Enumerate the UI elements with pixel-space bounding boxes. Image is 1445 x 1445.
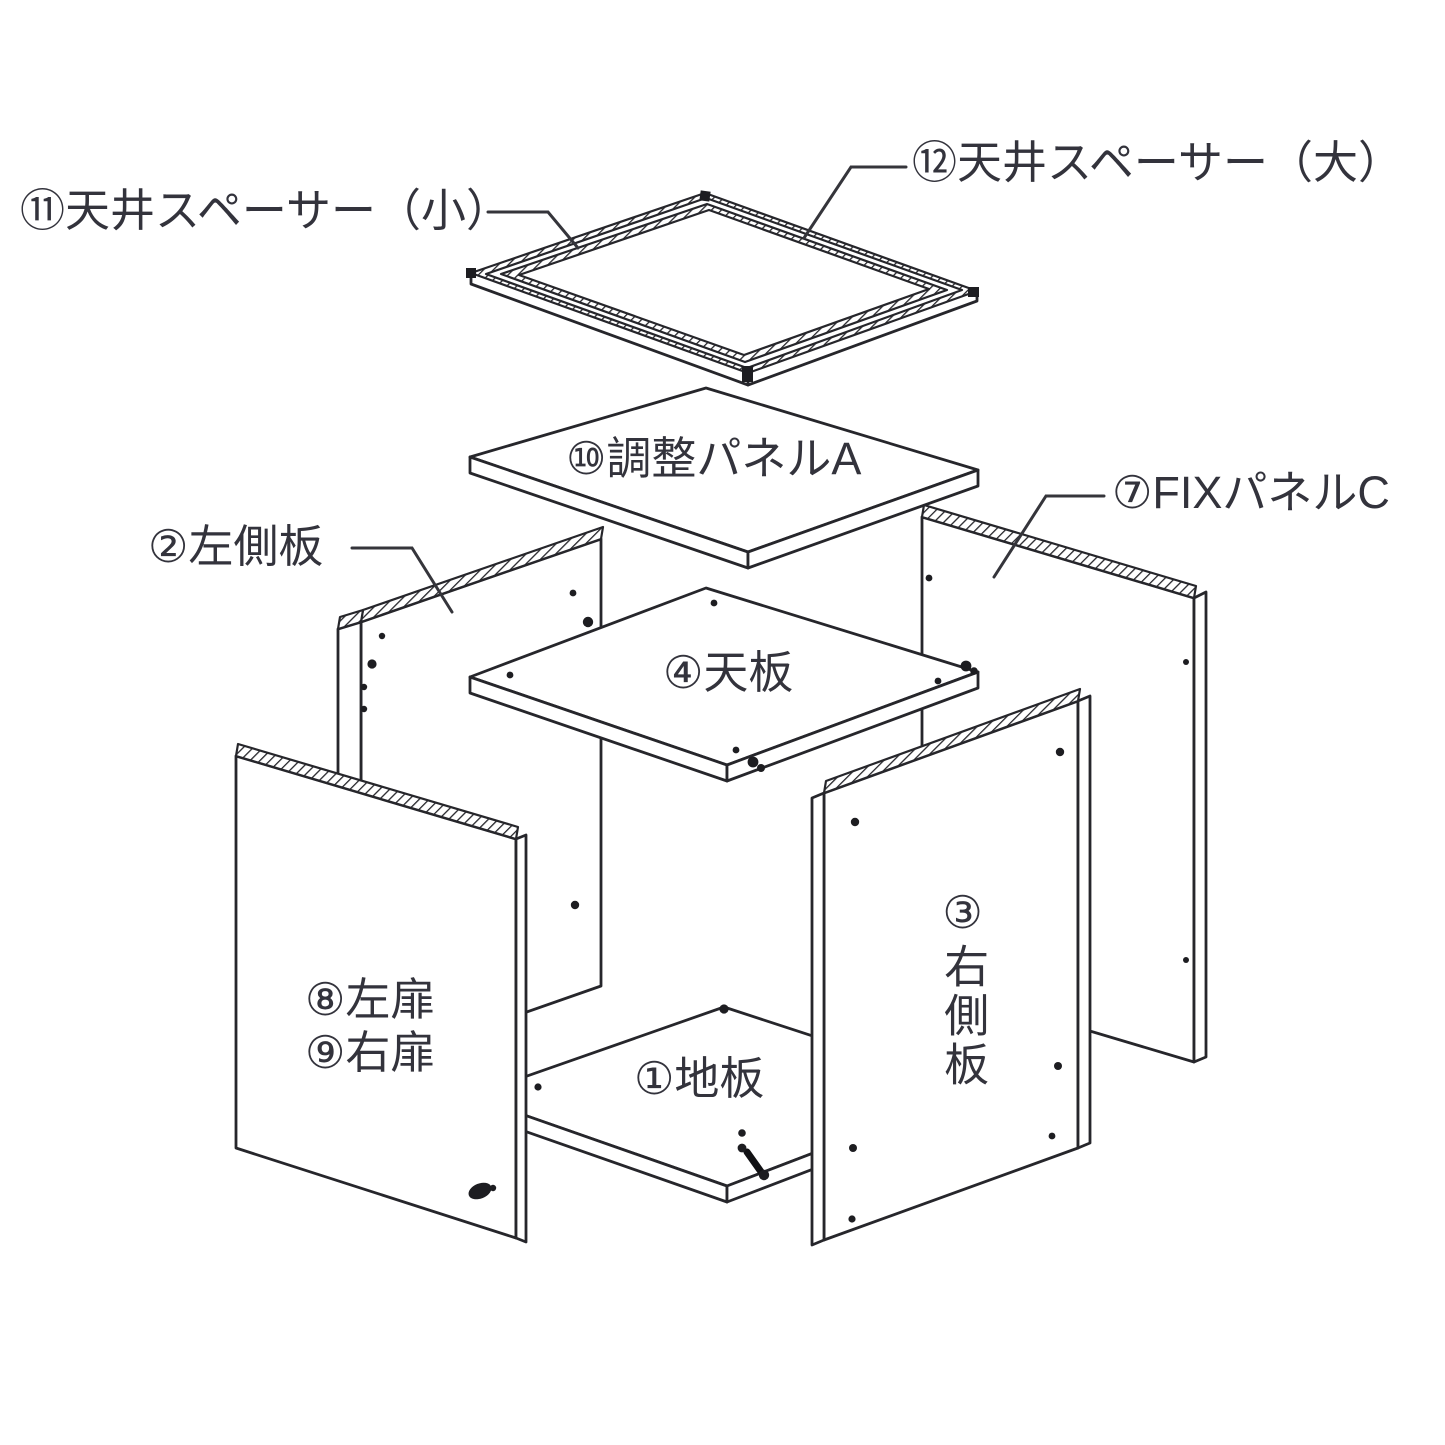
top-panel-shape [468,586,980,783]
label-ceiling-spacer-large: ⑫天井スペーサー（大） [912,137,1403,188]
label-doors: ⑧左扉 ⑨右扉 [305,973,435,1079]
label-adjust-panel-a: ⑩調整パネルA [566,433,862,484]
leader-spacer-large [802,165,908,240]
door-panel-shape [234,742,528,1244]
label-ceiling-spacer-small: ⑪天井スペーサー（小） [20,185,511,236]
leader-fix-panel-c [992,494,1106,579]
leader-left-side-panel [350,546,454,614]
label-left-side-panel: ②左側板 [148,521,324,572]
leader-lines [350,165,1106,614]
label-right-side-panel: ③右側板 [937,886,989,1090]
right-side-panel-shape [810,687,1092,1247]
label-door-left: ⑧左扉 [305,974,436,1025]
leader-spacer-small [486,210,580,250]
adjust-panel-a-shape [468,386,980,570]
label-fix-panel-c: ⑦FIXパネルC [1112,467,1390,518]
label-top-panel: ④天板 [663,647,794,698]
ceiling-spacer-frame-shape [466,190,979,387]
label-door-right: ⑨右扉 [305,1027,436,1079]
label-base-panel: ①地板 [634,1053,765,1104]
